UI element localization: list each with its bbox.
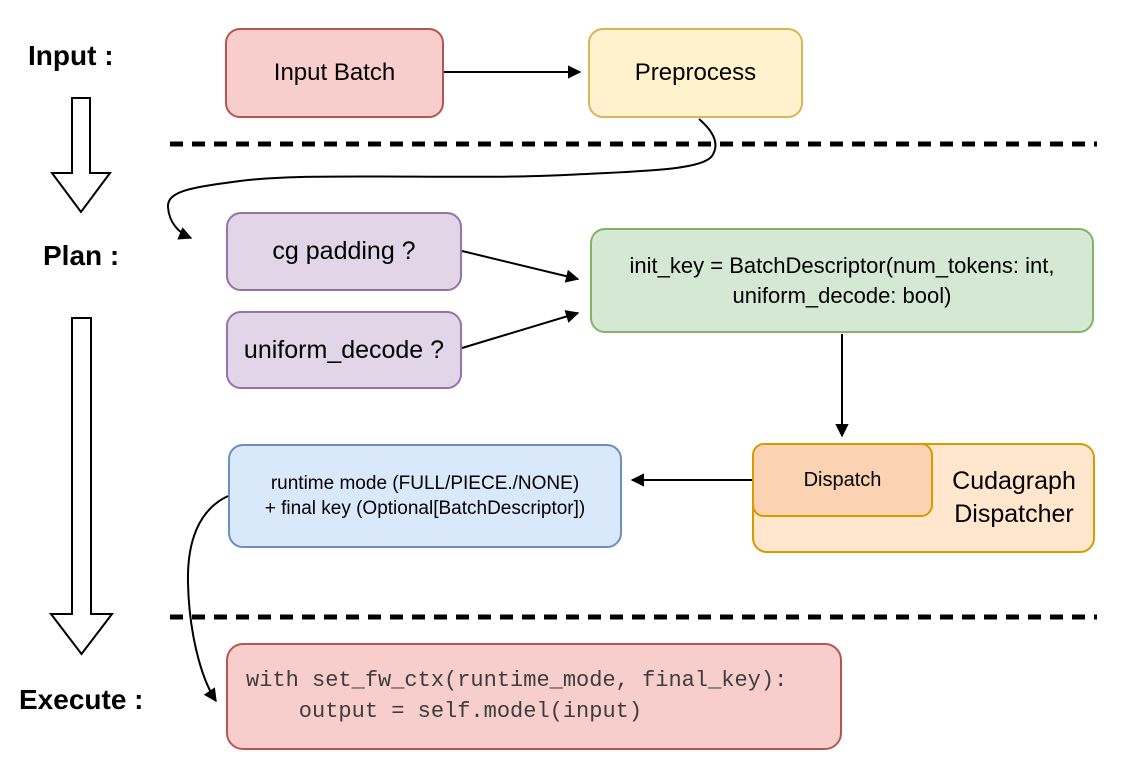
connector-runtimemode-to-executecode bbox=[186, 495, 229, 703]
node-init-key-line1: init_key = BatchDescriptor(num_tokens: i… bbox=[629, 253, 1055, 279]
cudagraph-line1: Cudagraph bbox=[952, 467, 1076, 495]
stage-label-execute: Execute : bbox=[19, 684, 144, 715]
cudagraph-line2: Dispatcher bbox=[954, 500, 1074, 528]
node-uniform-decode-label: uniform_decode ? bbox=[243, 335, 445, 364]
node-cg-padding: cg padding ? bbox=[226, 212, 462, 291]
node-runtime-mode: runtime mode (FULL/PIECE./NONE) + final … bbox=[228, 444, 622, 548]
stage-label-input: Input : bbox=[28, 40, 114, 71]
node-input-batch-label: Input Batch bbox=[273, 59, 396, 87]
node-init-key: init_key = BatchDescriptor(num_tokens: i… bbox=[590, 228, 1094, 333]
execute-code-line2: output = self.model(input) bbox=[246, 698, 643, 724]
node-dispatch: Dispatch bbox=[752, 443, 933, 517]
node-dispatch-label: Dispatch bbox=[803, 468, 882, 491]
runtime-mode-line1: runtime mode (FULL/PIECE./NONE) bbox=[270, 472, 580, 494]
execute-code-line1: with set_fw_ctx(runtime_mode, final_key)… bbox=[246, 668, 788, 694]
flow-arrow-plan-to-execute bbox=[48, 317, 115, 656]
node-preprocess: Preprocess bbox=[588, 28, 803, 118]
node-input-batch: Input Batch bbox=[225, 28, 444, 118]
node-execute-code: with set_fw_ctx(runtime_mode, final_key)… bbox=[226, 643, 842, 750]
connector-uniformdecode-to-initkey bbox=[461, 310, 580, 349]
node-uniform-decode: uniform_decode ? bbox=[226, 311, 462, 389]
node-cudagraph-dispatcher-label: Cudagraph Dispatcher bbox=[933, 443, 1095, 553]
flow-arrow-input-to-plan bbox=[50, 97, 112, 214]
runtime-mode-line2: + final key (Optional[BatchDescriptor]) bbox=[264, 498, 586, 519]
node-preprocess-label: Preprocess bbox=[634, 59, 757, 87]
node-init-key-line2: uniform_decode: bool) bbox=[732, 282, 952, 308]
node-cg-padding-label: cg padding ? bbox=[272, 237, 416, 265]
stage-label-plan: Plan : bbox=[43, 240, 120, 271]
connector-cgpadding-to-initkey bbox=[461, 250, 580, 283]
